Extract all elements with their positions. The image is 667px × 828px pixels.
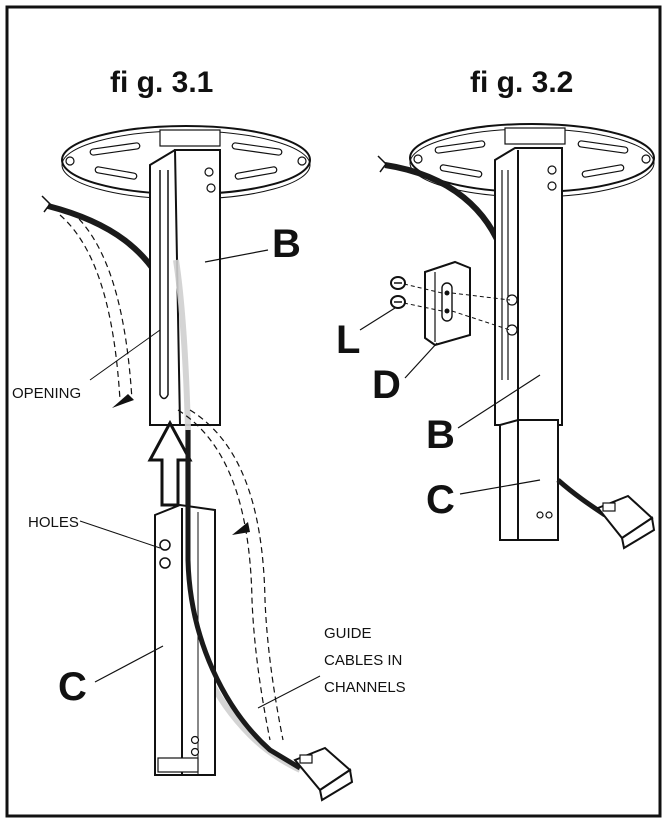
- channel-dash-left-a: [59, 214, 121, 401]
- page-frame: [5, 5, 662, 818]
- label-opening: OPENING: [12, 385, 81, 402]
- dash-bracket-b: [451, 310, 511, 331]
- channel-dash-right-a: [177, 409, 271, 741]
- leader-opening: [89, 329, 161, 381]
- arrow-channel: [232, 522, 250, 535]
- connector-fig1: [293, 746, 354, 802]
- label-c-fig2: C: [426, 478, 455, 522]
- ceiling-plate-fig1: [61, 125, 311, 200]
- tube-c-fig1: [154, 503, 216, 776]
- label-guide-line3: CHANNELS: [324, 679, 406, 696]
- insert-up-arrow: [147, 419, 193, 507]
- figure-3-1-title: fi g. 3.1: [110, 66, 213, 99]
- cable-break-mark-fig1: [41, 195, 51, 213]
- label-c-fig1: C: [58, 665, 87, 709]
- label-b-fig1: B: [272, 222, 301, 266]
- label-holes: HOLES: [28, 514, 79, 531]
- leader-c-fig1: [94, 645, 164, 683]
- label-guide-line1: GUIDE: [324, 625, 372, 642]
- leader-holes: [79, 520, 161, 549]
- cable-bottom-fig1: [185, 430, 302, 771]
- leader-b-fig1: [204, 249, 269, 263]
- leader-d: [404, 342, 438, 379]
- bracket-d: [424, 260, 471, 347]
- leader-b-fig2: [457, 374, 541, 429]
- figure-3-1: fi g. 3.1: [12, 66, 406, 802]
- label-d: D: [372, 363, 401, 407]
- channel-dash-left-b: [71, 211, 133, 401]
- label-l: L: [336, 318, 360, 362]
- channel-dash-right-b: [189, 409, 284, 741]
- leader-l: [359, 307, 396, 331]
- dash-bracket-a: [451, 292, 511, 301]
- figure-3-2-title: fi g. 3.2: [470, 66, 573, 99]
- leader-guide: [257, 675, 321, 709]
- screws-l: [390, 276, 406, 309]
- label-b-fig2: B: [426, 413, 455, 457]
- label-guide-line2: CABLES IN: [324, 652, 402, 669]
- figure-3-2: fi g. 3.2: [336, 66, 656, 550]
- tube-b-fig2: [494, 147, 563, 426]
- cable-bottom-fig2: [556, 478, 607, 518]
- cable-break-mark-fig2: [377, 155, 387, 173]
- leader-c-fig2: [459, 479, 541, 495]
- arrow-opening: [112, 394, 134, 408]
- connector-fig2: [596, 494, 656, 550]
- tube-c-fig2: [499, 419, 559, 541]
